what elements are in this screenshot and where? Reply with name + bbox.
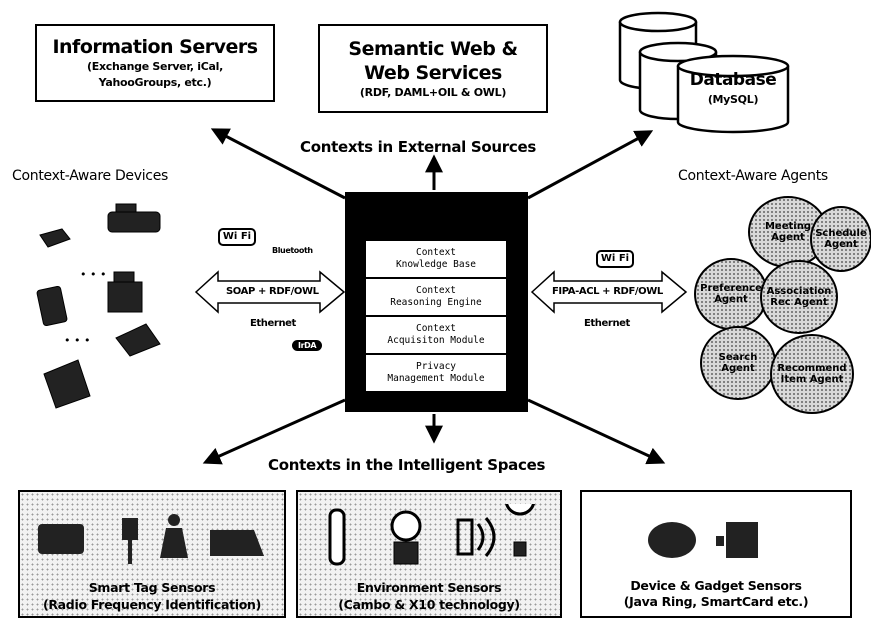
- agent-association-label: Association Rec Agent: [766, 286, 832, 308]
- semantic-web-title-1: Semantic Web &: [348, 37, 518, 60]
- right-wifi-icon: Wi Fi: [596, 250, 634, 268]
- left-irda-label: IrDA: [292, 340, 323, 351]
- right-ethernet-label: Ethernet: [584, 318, 630, 329]
- environment-sensors-title: Environment Sensors: [356, 580, 502, 595]
- module-privacy-line1: Privacy: [415, 361, 457, 372]
- information-servers-title: Information Servers: [52, 36, 258, 58]
- devices-dots-2: • • •: [64, 334, 91, 347]
- devices-illustration: [36, 203, 161, 409]
- module-knowledge-base-line1: Context: [415, 247, 457, 258]
- module-reasoning-engine: Context Reasoning Engine: [365, 278, 507, 316]
- device-gadget-sensors-title: Device & Gadget Sensors: [630, 578, 802, 593]
- left-bluetooth-label: Bluetooth: [272, 246, 313, 255]
- agent-association: Association Rec Agent: [760, 260, 838, 334]
- laptop-icon: [115, 323, 161, 357]
- arrow-to-device-gadget: [527, 398, 666, 465]
- agent-preference-label: Preference Agent: [700, 283, 762, 305]
- right-protocol-label: FIPA-ACL + RDF/OWL: [552, 286, 663, 297]
- smart-tag-sensors-subtitle: (Radio Frequency Identification): [42, 597, 262, 612]
- semantic-web-title-2: Web Services: [364, 61, 502, 84]
- right-double-arrow: [530, 270, 688, 314]
- intelligent-spaces-label: Contexts in the Intelligent Spaces: [268, 456, 546, 474]
- left-protocol-label: SOAP + RDF/OWL: [226, 286, 319, 297]
- left-double-arrow: [194, 270, 346, 314]
- module-acquisition-line1: Context: [415, 323, 457, 334]
- database-icon: [618, 11, 790, 134]
- information-servers-box: Information Servers (Exchange Server, iC…: [35, 24, 275, 102]
- device-gadget-sensors-subtitle: (Java Ring, SmartCard etc.): [623, 594, 809, 609]
- left-wifi-icon: Wi Fi: [218, 228, 256, 246]
- module-knowledge-base-line2: Knowledge Base: [395, 259, 477, 270]
- smart-tag-sensors-box: Smart Tag Sensors (Radio Frequency Ident…: [18, 490, 286, 618]
- arrow-to-smart-tag: [202, 398, 346, 465]
- module-reasoning-engine-line1: Context: [415, 285, 457, 296]
- agent-schedule: Schedule Agent: [810, 206, 871, 272]
- semantic-web-subtitle: (RDF, DAML+OIL & OWL): [359, 85, 507, 99]
- environment-items-icon: [328, 504, 535, 566]
- device-gadget-items-icon: [648, 522, 758, 558]
- phone-icon: [36, 285, 68, 327]
- database-subtitle: (MySQL): [707, 93, 759, 106]
- module-acquisition-line2: Acquisiton Module: [387, 335, 485, 346]
- database-title: Database: [689, 70, 777, 90]
- module-knowledge-base: Context Knowledge Base: [365, 240, 507, 278]
- module-privacy: Privacy Management Module: [365, 354, 507, 392]
- pda-icon: [39, 228, 71, 248]
- semantic-web-box: Semantic Web & Web Services (RDF, DAML+O…: [318, 24, 548, 113]
- agent-recommend-label: Recommend Item Agent: [777, 363, 847, 385]
- module-reasoning-engine-line2: Reasoning Engine: [390, 297, 482, 308]
- information-servers-subtitle-1: (Exchange Server, iCal,: [87, 60, 223, 73]
- agent-preference: Preference Agent: [694, 258, 768, 330]
- context-aware-devices-label: Context-Aware Devices: [12, 168, 169, 184]
- agent-search-label: Search Agent: [718, 352, 758, 374]
- printer-icon: [107, 271, 143, 313]
- device-gadget-sensors-box: Device & Gadget Sensors (Java Ring, Smar…: [580, 490, 852, 618]
- smart-tag-items-icon: [38, 514, 264, 564]
- environment-sensors-subtitle: (Cambo & X10 technology): [338, 597, 520, 612]
- arrow-to-info-servers: [210, 128, 346, 200]
- context-aware-agents-label: Context-Aware Agents: [678, 168, 828, 184]
- arrow-to-database: [527, 130, 654, 200]
- agent-meeting-label: Meeting Agent: [764, 221, 811, 243]
- projector-icon: [107, 211, 161, 233]
- smart-tag-sensors-title: Smart Tag Sensors: [88, 580, 216, 595]
- module-acquisition: Context Acquisiton Module: [365, 316, 507, 354]
- environment-sensors-box: Environment Sensors (Cambo & X10 technol…: [296, 490, 562, 618]
- tablet-icon: [43, 359, 91, 409]
- external-sources-label: Contexts in External Sources: [300, 138, 536, 156]
- information-servers-subtitle-2: YahooGroups, etc.): [98, 76, 212, 89]
- devices-dots-1: • • •: [80, 268, 107, 281]
- agent-schedule-label: Schedule Agent: [815, 228, 867, 250]
- agent-search: Search Agent: [700, 326, 776, 400]
- module-privacy-line2: Management Module: [387, 373, 485, 384]
- left-ethernet-label: Ethernet: [250, 318, 296, 329]
- agent-recommend: Recommend Item Agent: [770, 334, 854, 414]
